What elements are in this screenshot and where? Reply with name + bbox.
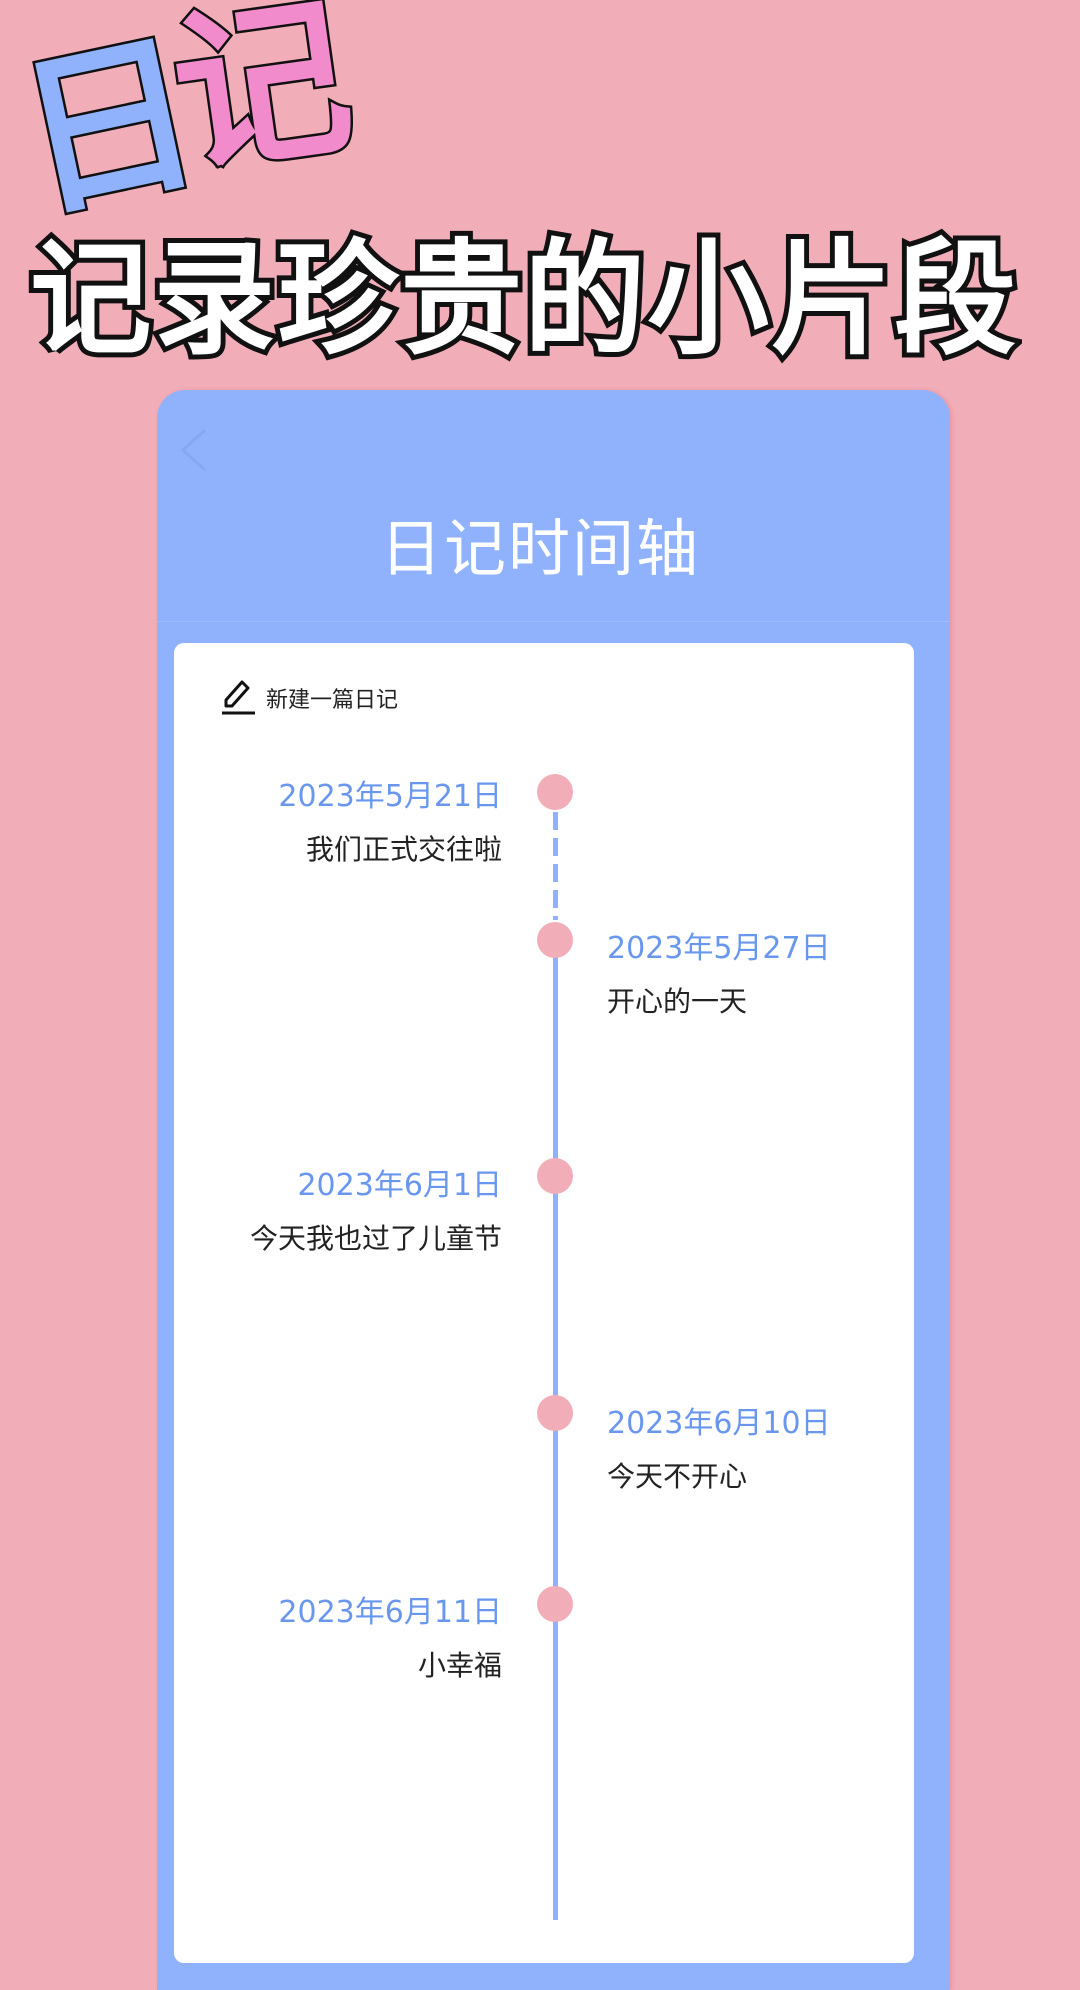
entry-date: 2023年6月11日 — [278, 1595, 502, 1630]
entry-text: 开心的一天 — [607, 985, 748, 1018]
logo-char-ji: 记 — [159, 0, 366, 203]
new-diary-button[interactable]: 新建一篇日记 — [220, 672, 398, 716]
timeline-entry[interactable]: 2023年6月10日 今天不开心 — [607, 1406, 831, 1495]
header-divider — [157, 621, 950, 622]
entry-text: 我们正式交往啦 — [305, 833, 502, 866]
entry-date: 2023年5月21日 — [278, 779, 502, 814]
timeline-entry[interactable]: 2023年6月1日 今天我也过了儿童节 — [250, 1168, 502, 1257]
entry-text: 今天不开心 — [607, 1460, 748, 1493]
timeline-dot — [537, 922, 573, 958]
timeline-entry[interactable]: 2023年5月27日 开心的一天 — [607, 931, 831, 1020]
timeline-entry[interactable]: 2023年5月21日 我们正式交往啦 — [278, 779, 502, 868]
entry-text: 今天我也过了儿童节 — [249, 1222, 502, 1255]
back-button[interactable] — [175, 425, 215, 475]
promo-slogan: 记录珍贵的小片段 — [25, 227, 1021, 374]
timeline-card — [174, 643, 914, 1963]
page-title: 日记时间轴 — [379, 512, 700, 585]
entry-date: 2023年6月10日 — [607, 1406, 831, 1441]
timeline-dot — [537, 1158, 573, 1194]
timeline-dot — [537, 774, 573, 810]
timeline-entry[interactable]: 2023年6月11日 小幸福 — [278, 1595, 502, 1684]
timeline-dot — [537, 1586, 573, 1622]
edit-pencil-icon — [222, 680, 255, 715]
new-diary-label: 新建一篇日记 — [266, 688, 399, 713]
timeline-dot — [537, 1395, 573, 1431]
chevron-left-icon — [180, 428, 207, 472]
entry-date: 2023年5月27日 — [607, 931, 831, 966]
entry-text: 小幸福 — [417, 1649, 502, 1682]
entry-date: 2023年6月1日 — [297, 1168, 502, 1203]
timeline-line-dashed — [553, 812, 558, 920]
